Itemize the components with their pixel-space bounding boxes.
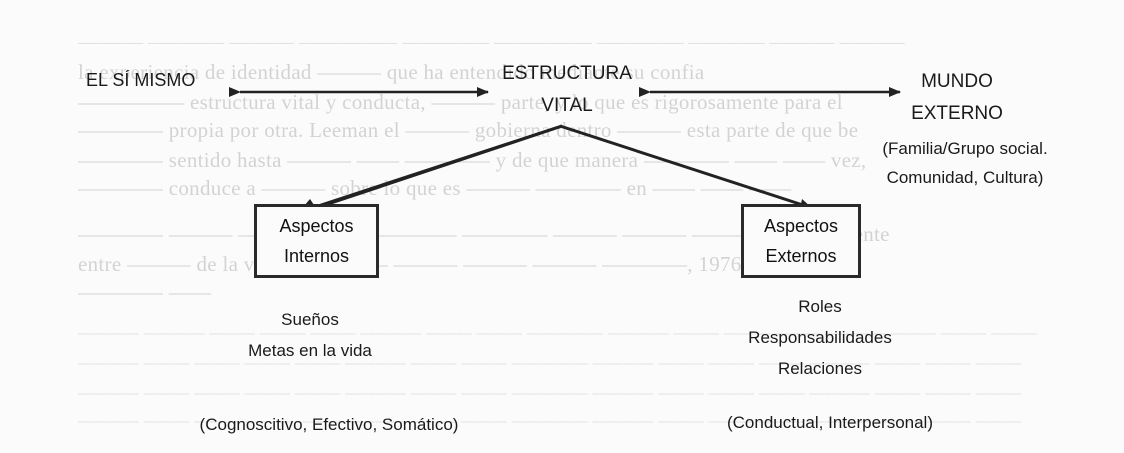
node-world-line2: EXTERNO [911, 103, 1003, 124]
bleed-through-text: ———— sentido hasta ——— —— ———— y de que … [78, 148, 867, 172]
node-world-line1: MUNDO [921, 71, 993, 92]
node-self: EL SÍ MISMO [86, 70, 196, 90]
external-item-relations: Relaciones [777, 359, 863, 378]
box-external-aspects: Aspectos Externos [741, 204, 861, 278]
world-detail-line1: (Familia/Grupo social. [882, 139, 1048, 158]
world-detail-line2: Comunidad, Cultura) [886, 168, 1044, 187]
bleed-through-text: ———— ——— ——— ——— ——— ———— ——— ——— ————— … [78, 355, 1022, 372]
external-item-roles: Roles [798, 297, 842, 316]
box-external-line1: Aspectos [763, 216, 839, 236]
internal-item-goals: Metas en la vida [248, 341, 372, 360]
box-internal-line2: Internos [283, 246, 350, 266]
branch-to-external [559, 124, 813, 210]
box-internal-aspects: Aspectos Internos [254, 204, 379, 278]
internal-note: (Cognoscitivo, Efectivo, Somático) [199, 415, 459, 434]
bleed-through-text: ────── ─────── ────── ───────── ────────… [78, 35, 905, 52]
bleed-through-text: ———— —— [78, 280, 212, 304]
box-external-line2: Externos [765, 246, 837, 266]
bleed-through-text: entre ——— de la vida y el ——— ——— ——— ——… [78, 252, 753, 276]
external-note: (Conductual, Interpersonal) [726, 413, 934, 432]
internal-item-dreams: Sueños [281, 310, 339, 329]
bleed-through-text: ———— propia por otra. Leeman el ——— gobi… [78, 118, 859, 142]
bleed-through-text: ———— ———— ——— ——— ——— ———— ——— ——— —————… [78, 325, 1037, 342]
node-structure-line2: VITAL [541, 95, 593, 116]
bleed-through-text: ———— conduce a ——— sobre lo que es ——— —… [78, 176, 792, 200]
bleed-through-text: ———— ——— ——— ——— ——— ———— ——— ——— ————— … [78, 385, 1022, 402]
external-item-responsibilities: Responsabilidades [748, 328, 892, 347]
bleed-through-text: la experiencia de identidad ——— que ha e… [78, 60, 705, 84]
node-structure-line1: ESTRUCTURA [502, 63, 632, 84]
box-internal-line1: Aspectos [279, 216, 354, 236]
bleed-through-text: ———— ——— ——— ——— ——— ———— ——— ——— ————— … [78, 413, 1022, 430]
